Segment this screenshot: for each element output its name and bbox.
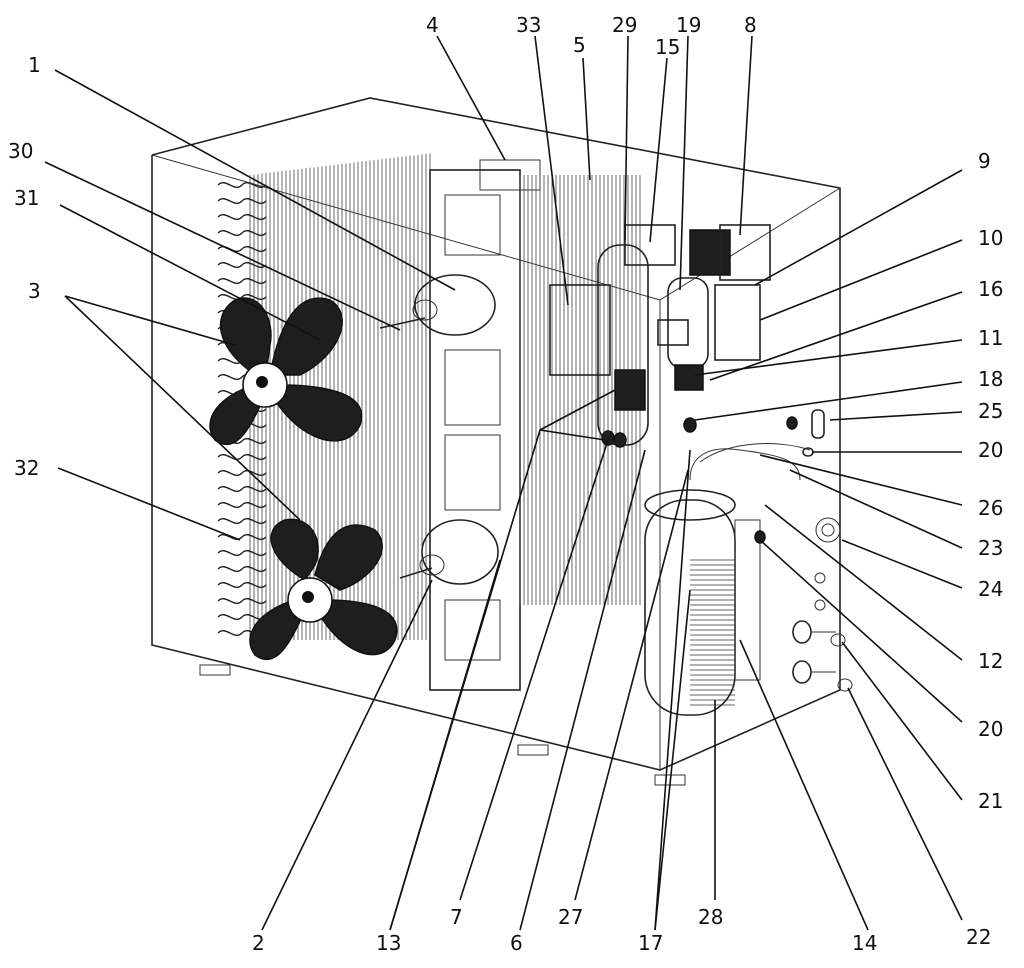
callout-25: 25 (978, 399, 1003, 423)
callout-18: 18 (978, 367, 1003, 391)
fan-motor-lower (399, 519, 499, 585)
callout-7: 7 (450, 905, 463, 929)
callout-28: 28 (698, 905, 723, 929)
callout-22: 22 (966, 925, 991, 949)
callout-26: 26 (978, 496, 1003, 520)
callout-11: 11 (978, 326, 1003, 350)
callout-12: 12 (978, 649, 1003, 673)
service-valves (792, 572, 853, 692)
callout-labels: 1 4 33 5 29 19 15 8 30 31 3 32 9 10 16 1… (8, 13, 1003, 955)
callout-1: 1 (28, 53, 41, 77)
callout-20-lower: 20 (978, 717, 1003, 741)
callout-21: 21 (978, 789, 1003, 813)
callout-9: 9 (978, 149, 991, 173)
callout-3: 3 (28, 279, 41, 303)
callout-27: 27 (558, 905, 583, 929)
callout-24: 24 (978, 577, 1003, 601)
callout-31: 31 (14, 186, 39, 210)
callout-30: 30 (8, 139, 33, 163)
callout-4: 4 (426, 13, 439, 37)
callout-29: 29 (612, 13, 637, 37)
callout-6: 6 (510, 931, 523, 955)
leader-lines (44, 35, 963, 931)
callout-32: 32 (14, 456, 39, 480)
callout-5: 5 (573, 33, 586, 57)
callout-2: 2 (252, 931, 265, 955)
callout-15: 15 (655, 35, 680, 59)
compressor (644, 443, 841, 716)
callout-16: 16 (978, 277, 1003, 301)
callout-17: 17 (638, 931, 663, 955)
callout-14: 14 (852, 931, 877, 955)
callout-20-upper: 20 (978, 438, 1003, 462)
sensor-parts (601, 409, 825, 544)
callout-19: 19 (676, 13, 701, 37)
fan-blade-upper (209, 297, 363, 446)
callout-33: 33 (516, 13, 541, 37)
callout-13: 13 (376, 931, 401, 955)
callout-23: 23 (978, 536, 1003, 560)
fan-blade-lower (249, 518, 398, 661)
callout-8: 8 (744, 13, 757, 37)
callout-10: 10 (978, 226, 1003, 250)
fan-motor-upper (379, 274, 496, 336)
